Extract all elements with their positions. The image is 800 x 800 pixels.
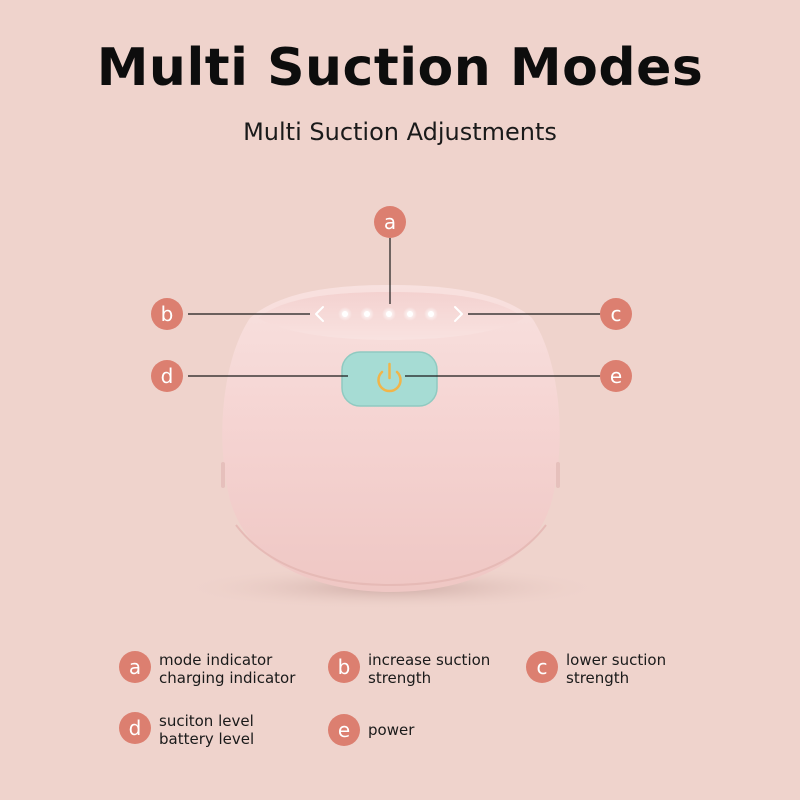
chevron-left-icon [315, 306, 324, 322]
legend-item-e: e power [328, 714, 414, 746]
device-body [222, 285, 560, 592]
mode-indicator-lights [338, 307, 438, 321]
legend-badge-b: b [328, 651, 360, 683]
legend-c-line1: lower suction [566, 651, 667, 669]
legend-badge-d: d [119, 712, 151, 744]
legend-b-line1: increase suction [368, 651, 491, 669]
callout-d: d [151, 360, 183, 392]
legend-a-line1: mode indicator [159, 651, 273, 669]
legend-item-d: d suciton level battery level [119, 712, 254, 748]
device-seam [235, 524, 547, 587]
legend-b-line2: strength [368, 669, 432, 687]
callout-e: e [600, 360, 632, 392]
legend-badge-a: a [119, 651, 151, 683]
callout-b: b [151, 298, 183, 330]
legend-item-c: c lower suction strength [526, 651, 666, 687]
callout-c: c [600, 298, 632, 330]
power-icon [377, 362, 402, 393]
side-notch-left [221, 462, 225, 488]
legend-item-a: a mode indicator charging indicator [119, 651, 295, 687]
legend-d-line1: suciton level [159, 712, 254, 730]
chevron-right-icon [454, 306, 463, 322]
legend-d-line2: battery level [159, 730, 255, 748]
legend-c-line2: strength [566, 669, 630, 687]
legend-text-d: suciton level battery level [159, 712, 254, 748]
legend-item-b: b increase suction strength [328, 651, 490, 687]
legend-text-c: lower suction strength [566, 651, 666, 687]
legend-badge-e: e [328, 714, 360, 746]
legend-text-b: increase suction strength [368, 651, 490, 687]
page-title: Multi Suction Modes [96, 38, 704, 98]
page-subtitle: Multi Suction Adjustments [243, 118, 557, 146]
legend-a-line2: charging indicator [159, 669, 296, 687]
legend-e-line1: power [368, 721, 415, 739]
legend-text-a: mode indicator charging indicator [159, 651, 295, 687]
side-notch-right [556, 462, 560, 488]
callout-a: a [374, 206, 406, 238]
legend-text-e: power [368, 714, 414, 739]
legend-badge-c: c [526, 651, 558, 683]
